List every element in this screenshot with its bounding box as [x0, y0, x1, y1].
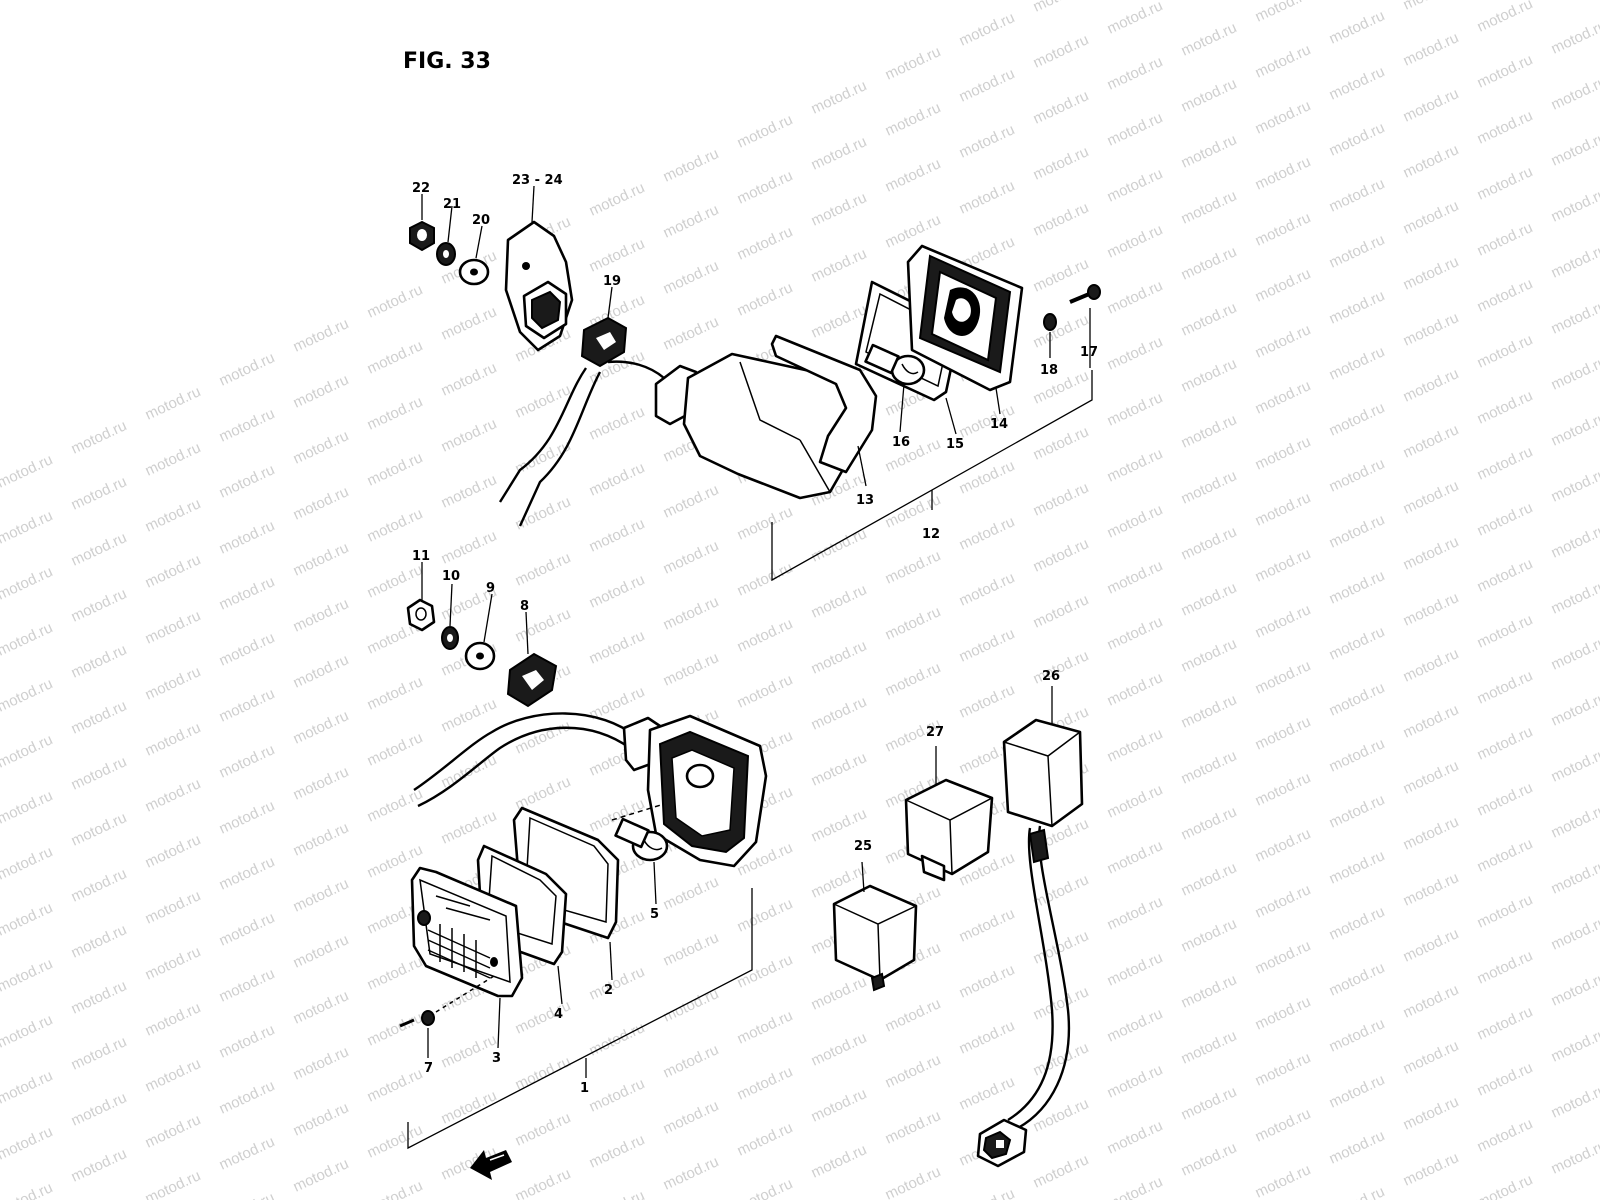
label-25: 25 — [854, 839, 872, 854]
nut-11 — [406, 598, 436, 632]
grommet-19 — [580, 316, 628, 368]
label-16: 16 — [892, 435, 910, 450]
nut-22 — [409, 220, 435, 252]
label-20: 20 — [472, 213, 490, 228]
lower-leader-lines — [407, 562, 753, 1150]
screw-7 — [399, 975, 495, 1028]
label-15: 15 — [946, 437, 964, 452]
grommet-8 — [506, 652, 558, 708]
lower-wire-harness — [413, 712, 641, 791]
label-4: 4 — [554, 1007, 563, 1022]
bracket-23-24 — [504, 220, 574, 352]
label-19: 19 — [603, 274, 621, 289]
screw-17 — [1069, 284, 1101, 304]
grommet-18 — [1043, 313, 1057, 331]
label-13: 13 — [856, 493, 874, 508]
label-9: 9 — [486, 581, 495, 596]
label-12: 12 — [922, 527, 940, 542]
lens-14 — [906, 244, 1024, 392]
part-number-labels: 22 21 20 23 - 24 19 17 18 14 15 16 13 12… — [412, 173, 1098, 1096]
label-18: 18 — [1040, 363, 1058, 378]
label-22: 22 — [412, 181, 430, 196]
label-2: 2 — [604, 983, 613, 998]
lock-washer-10 — [441, 626, 459, 650]
label-26: 26 — [1042, 669, 1060, 684]
washer-9 — [464, 641, 496, 671]
label-1: 1 — [580, 1081, 589, 1096]
label-8: 8 — [520, 599, 529, 614]
relay-27 — [904, 746, 994, 882]
label-21: 21 — [443, 197, 461, 212]
connector-26 — [976, 1118, 1028, 1168]
label-5: 5 — [650, 907, 659, 922]
lower-turn-signal-assembly — [399, 562, 768, 1180]
bulb-5 — [611, 803, 669, 862]
gasket-13 — [770, 334, 878, 474]
lens-3 — [410, 866, 524, 998]
label-23-24: 23 - 24 — [512, 173, 563, 188]
label-10: 10 — [442, 569, 460, 584]
relay-25 — [832, 861, 918, 992]
label-27: 27 — [926, 725, 944, 740]
lock-washer-21 — [436, 242, 456, 266]
label-3: 3 — [492, 1051, 501, 1066]
label-14: 14 — [990, 417, 1008, 432]
turn-signal-housing-13 — [498, 352, 868, 527]
label-17: 17 — [1080, 345, 1098, 360]
upper-turn-signal-assembly — [409, 185, 1101, 582]
label-11: 11 — [412, 549, 430, 564]
flasher-26 — [976, 686, 1084, 1168]
label-7: 7 — [424, 1061, 433, 1076]
bulb-16 — [864, 343, 926, 386]
turn-signal-housing-lower — [622, 714, 768, 868]
figure-title: FIG. 33 — [403, 49, 491, 74]
front-direction-arrow-icon — [470, 1150, 512, 1180]
upper-leader-lines — [421, 185, 1093, 582]
washer-20 — [458, 258, 490, 286]
